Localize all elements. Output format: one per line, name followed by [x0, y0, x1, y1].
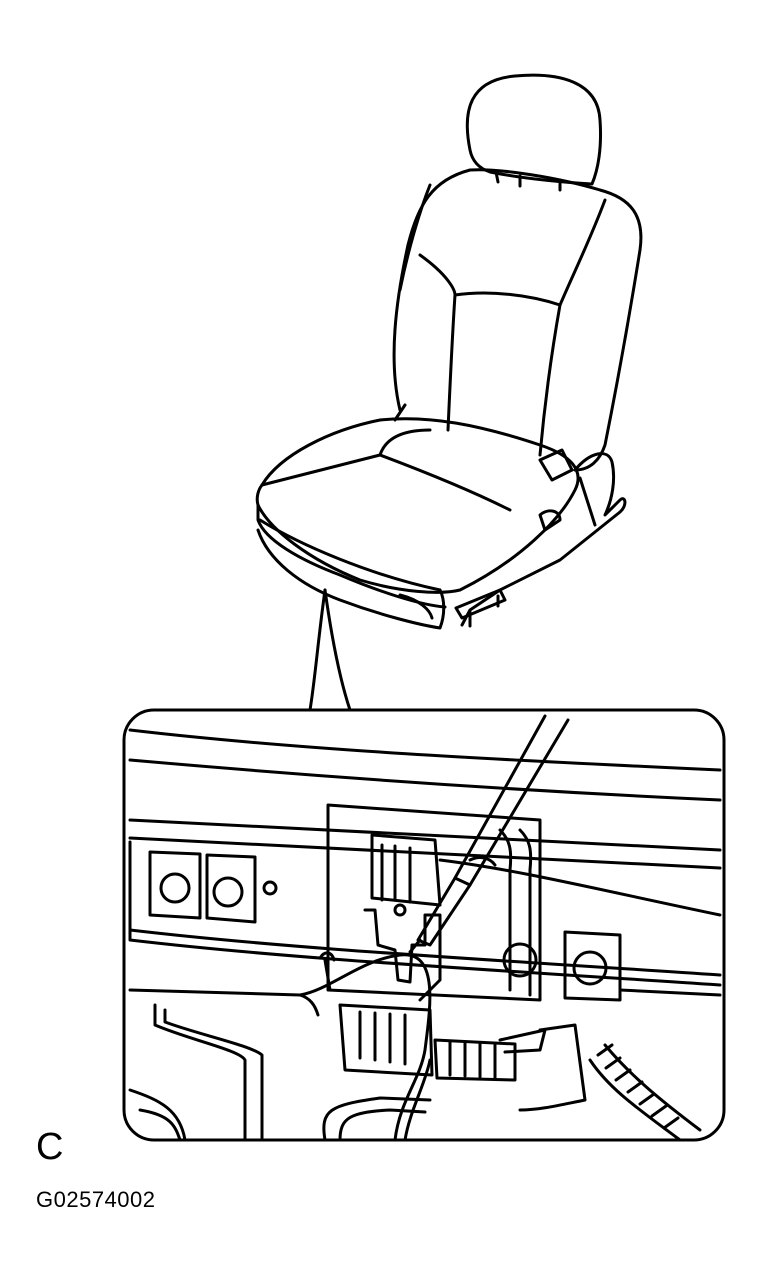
detail-contents	[128, 714, 722, 1140]
screwdriver-icon	[408, 714, 570, 954]
detail-inset	[122, 708, 726, 1142]
figure-code: G02574002	[36, 1187, 156, 1212]
seat-cushion	[255, 417, 580, 630]
floor-panel	[128, 988, 722, 1140]
seat-cross-member	[128, 818, 722, 1002]
connector-icon	[338, 1003, 587, 1112]
detail-magnifier	[308, 588, 352, 712]
wire-harness-icon	[298, 858, 722, 1140]
view-label: C	[36, 1126, 64, 1168]
seat-illustration	[255, 73, 643, 630]
seat-frame	[454, 448, 627, 628]
headrest	[465, 73, 602, 192]
seat-back	[392, 168, 643, 472]
